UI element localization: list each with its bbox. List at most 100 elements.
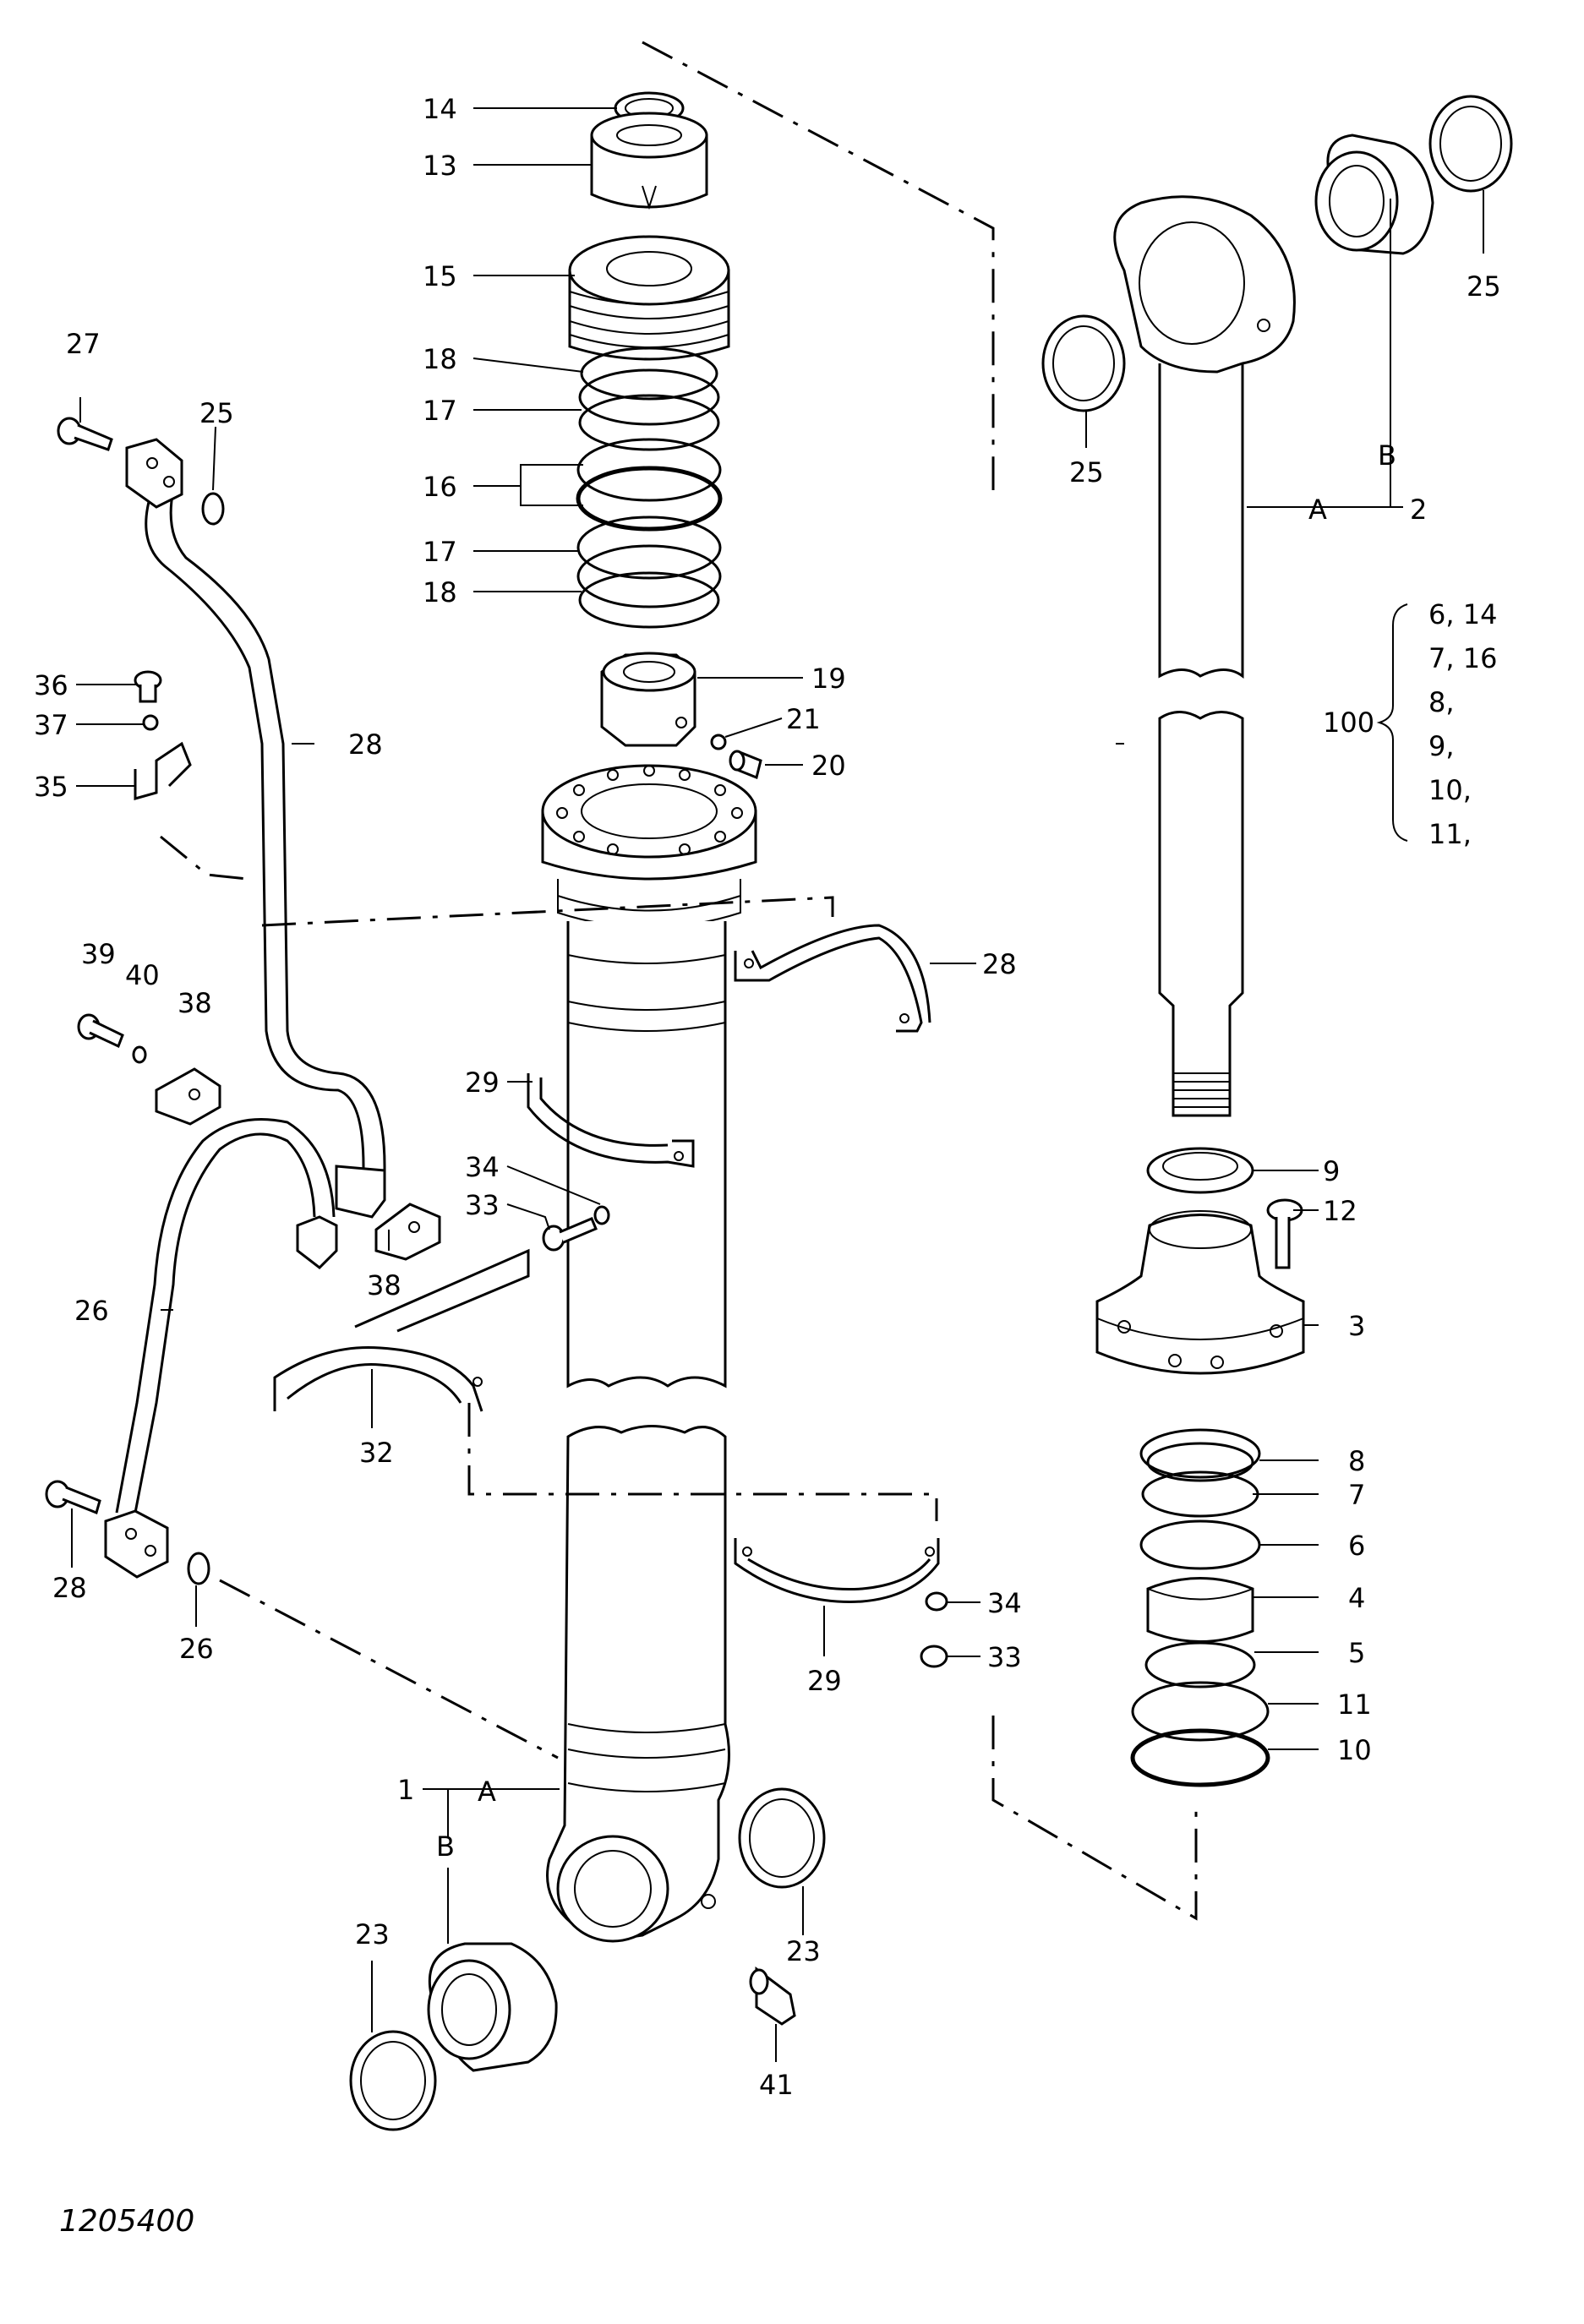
letter-a-lower: A [478,1776,496,1808]
callout-7: 7 [1348,1479,1365,1511]
pipe-joint-26 [296,1165,386,1269]
callout-41: 41 [759,2069,794,2101]
bolt-29-upper [57,417,113,451]
kit-100-line-5: 10, [1428,774,1472,806]
callout-26: 26 [74,1295,109,1327]
callout-18-upper: 18 [423,343,457,375]
callout-13: 13 [423,150,457,182]
bushing-upper [1314,134,1434,255]
callout-29-upper: 27 [66,328,101,360]
o-ring-28-upper [201,492,225,526]
callout-40: 40 [125,959,160,991]
dust-seal-25-lower [1041,314,1126,412]
callout-18-lower: 18 [423,576,457,608]
assembly-line-pipe [160,835,248,881]
callout-5: 5 [1348,1637,1365,1669]
callout-34-upper: 34 [465,1151,500,1183]
cushion-ring-13 [590,112,708,210]
callout-29-lower: 28 [52,1572,87,1604]
piston-15 [568,235,730,361]
clamp-31 [273,1248,530,1412]
clamp-block-38-upper [77,1013,221,1126]
letter-a-upper: A [1308,494,1327,526]
dust-seal-25-upper [1428,95,1513,193]
assembly-line-top [642,41,995,490]
bushing-lower-left [427,1942,558,2072]
clamp-block-38-lower [374,1203,441,1261]
callout-28-upper: 25 [199,397,234,429]
callout-11: 11 [1337,1688,1372,1721]
callout-2: 2 [1410,494,1427,526]
callout-14: 14 [423,93,457,125]
callout-33-lower: 33 [987,1641,1022,1673]
clamp-32-upper [527,1073,695,1168]
callout-3: 3 [1348,1310,1365,1342]
o-ring-28-lower [187,1552,210,1585]
kit-100-line-1: 6, 14 [1428,598,1497,630]
callout-10: 10 [1337,1734,1372,1766]
clamp-bracket-35-36-37 [134,670,192,800]
callout-23-right: 23 [786,1935,821,1967]
piston-rod-eye [1113,195,1296,679]
bolt-29-lower [45,1480,101,1515]
callout-37: 37 [34,709,68,741]
flange-block-29-upper [125,438,183,509]
kit-100-line-4: 9, [1428,730,1455,762]
bolt-33-lower [920,1591,948,1668]
assembly-line-bottom-left [219,1579,559,1759]
callout-36: 36 [34,669,68,701]
drawing-number: 1205400 [59,2204,194,2239]
callout-16: 16 [423,471,457,503]
dust-seal-23-right [738,1787,826,1889]
leader-lines [71,107,1484,2062]
callout-17-lower: 17 [423,536,457,568]
steel-ball-21 [710,734,727,750]
callout-27: 28 [348,728,383,761]
callout-17-upper: 17 [423,395,457,427]
callout-9: 9 [1323,1155,1340,1187]
callout-21: 21 [786,703,821,735]
cylinder-tube-upper [566,921,727,1388]
cylinder-head-flange [541,764,757,929]
callout-39: 39 [81,938,116,970]
flange-block-29-lower [104,1509,169,1579]
callout-33-upper: 33 [465,1189,500,1221]
callout-4: 4 [1348,1582,1365,1614]
kit-100-line-6: 11, [1428,818,1472,850]
kit-100-line-3: 8, [1428,686,1455,718]
clamp-32-lower [734,1538,940,1603]
callout-100: 100 [1323,706,1374,739]
callout-6: 6 [1348,1530,1365,1562]
callout-19: 19 [811,663,846,695]
callout-23-left: 23 [355,1918,390,1950]
rod-seal-stack-4-to-11 [1130,1428,1270,1787]
callout-38-upper: 38 [178,987,212,1019]
callout-31: 32 [359,1437,394,1469]
pipe-27 [145,489,386,1183]
pipe-26 [115,1117,336,1514]
callout-38-lower: 38 [367,1269,401,1301]
assembly-line-lower [467,1403,938,1521]
assembly-line-middle [261,896,834,927]
callout-28-lower: 26 [179,1633,214,1665]
piston-rings-16-17-18 [576,346,723,629]
clamp-30 [734,924,931,1033]
callout-34-lower: 34 [987,1587,1022,1619]
callout-12: 12 [1323,1195,1357,1227]
assembly-line-bottom-right [991,1716,1198,1921]
callout-1: 1 [397,1774,414,1806]
callout-25-upper: 25 [1467,270,1501,303]
letter-b-upper: B [1378,439,1396,472]
callout-32-upper: 29 [465,1067,500,1099]
piston-rod-lower [1158,711,1244,1117]
callout-labels: 14 13 15 18 17 16 17 18 19 21 20 27 25 2… [34,93,1501,2239]
grease-fitting-41 [749,1967,796,2026]
callout-15: 15 [423,260,457,292]
kit-100-line-2: 7, 16 [1428,642,1497,674]
set-screw-20 [729,750,762,780]
letter-b-lower: B [436,1830,455,1863]
callout-20: 20 [811,750,846,782]
wiper-ring-9 [1146,1147,1254,1194]
callout-32-lower: 29 [807,1665,842,1697]
